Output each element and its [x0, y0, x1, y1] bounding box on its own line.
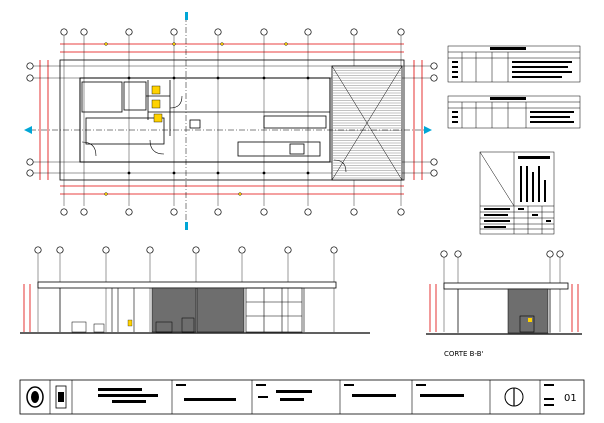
legend-table-2-fill [452, 97, 574, 123]
fixtures-highlight [104, 42, 288, 196]
section-b-roof [443, 282, 569, 290]
enclosure-outline [79, 77, 331, 163]
roof-slab-outline [59, 59, 405, 181]
institution-seal-icon [26, 386, 44, 408]
schedule-table [479, 151, 555, 235]
door-swings [81, 95, 347, 173]
legend-table-1 [447, 45, 581, 83]
section-a [20, 246, 370, 334]
column-markers [127, 76, 310, 175]
floor-plan [24, 12, 438, 230]
plan-grid-bubbles [26, 28, 438, 216]
schedule-table-fill [484, 156, 551, 228]
section-a-dark-wall-2 [196, 287, 245, 333]
interior-walls [81, 80, 330, 157]
secondary-logo-icon [55, 385, 67, 409]
title-block: 01 [19, 379, 585, 415]
north-arrow-icon [504, 387, 524, 407]
section-a-dark-wall [151, 287, 197, 333]
legend-table-2 [447, 95, 581, 129]
section-b-dark-wall [507, 288, 549, 334]
title-block-text-bars [98, 384, 554, 406]
section-b: CORTE B-B' [426, 250, 582, 358]
section-a-roof [37, 281, 337, 289]
legend-table-1-fill [452, 47, 572, 78]
section-markers [24, 12, 432, 230]
sheet-number: 01 [564, 393, 577, 404]
section-b-label: CORTE B-B' [444, 350, 484, 358]
terrace-hatch [331, 65, 403, 181]
plan-dimension-lines-top [39, 43, 423, 195]
